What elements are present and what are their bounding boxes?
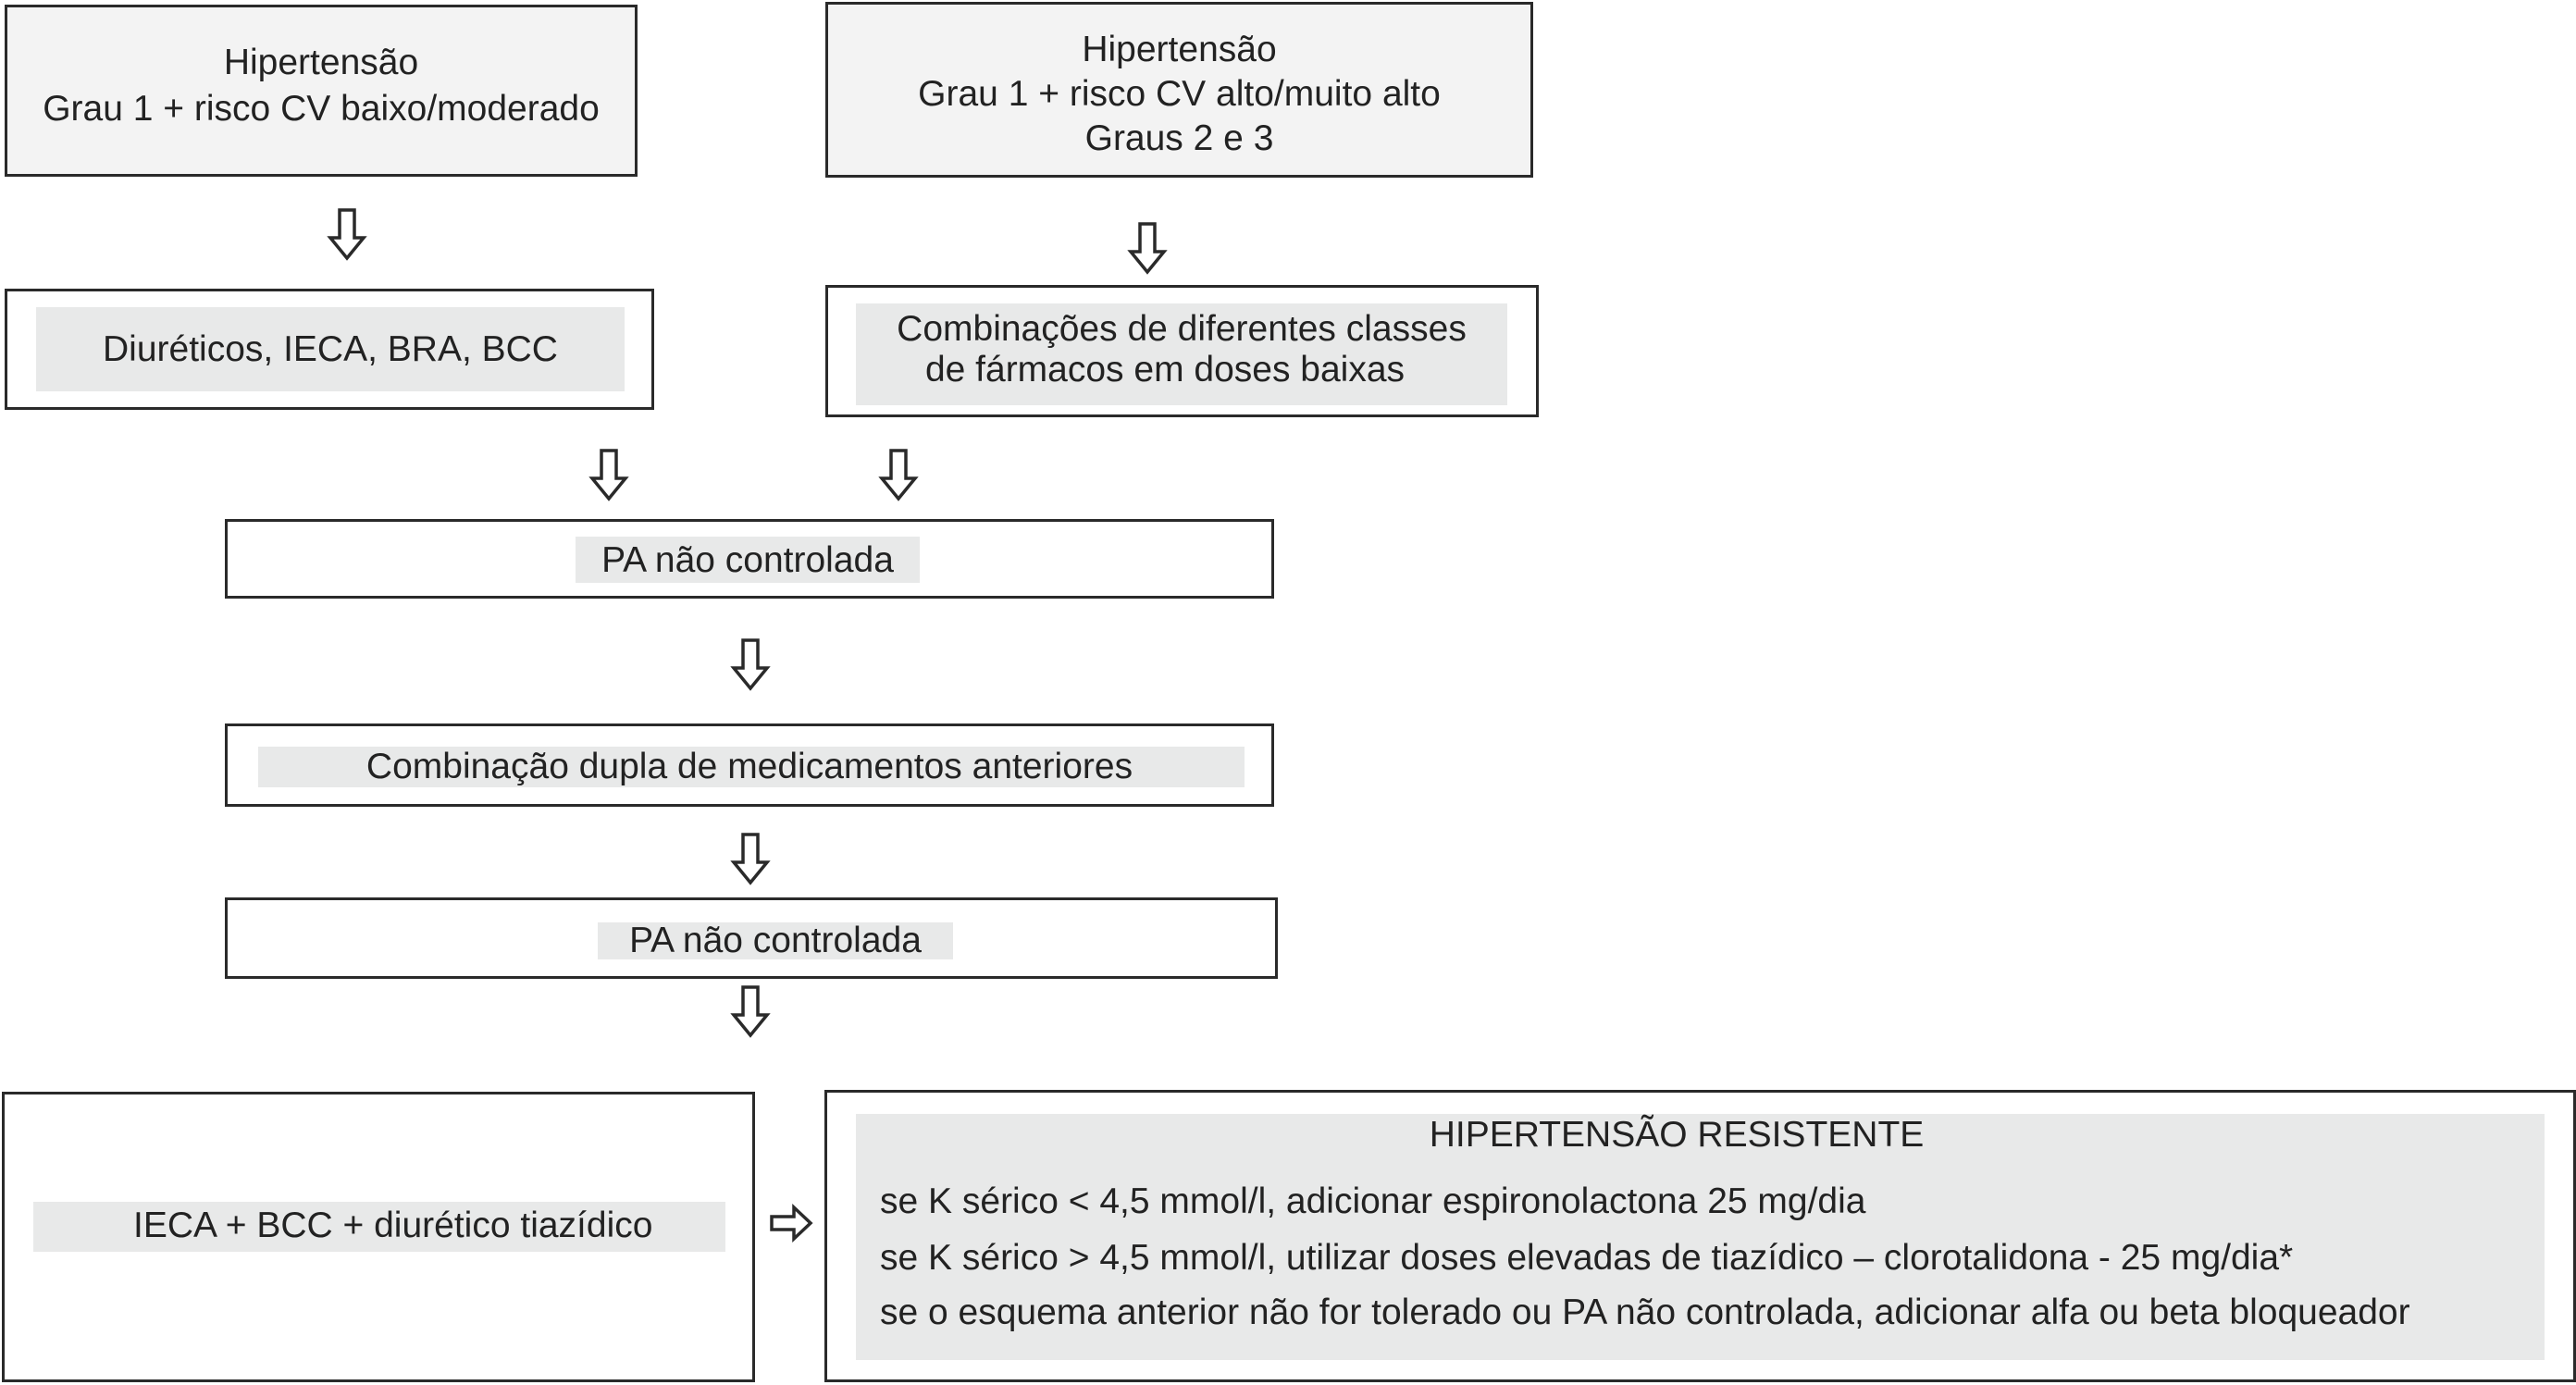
uncontrolled-bp-band-2 — [598, 922, 953, 959]
triple-therapy-band — [33, 1202, 725, 1252]
down-arrow-icon — [730, 985, 771, 1038]
top-left-box: Hipertensão Grau 1 + risco CV baixo/mode… — [5, 5, 638, 177]
uncontrolled-bp-box-1: PA não controlada — [225, 519, 1274, 599]
monotherapy-label: Diuréticos, IECA, BRA, BCC — [103, 329, 558, 369]
uncontrolled-bp-band-1 — [576, 537, 920, 583]
triple-therapy-box: IECA + BCC + diurético tiazídico — [2, 1092, 755, 1382]
down-arrow-icon — [1127, 222, 1168, 275]
down-arrow-icon — [327, 208, 367, 261]
top-right-line1: Hipertensão — [1082, 30, 1277, 69]
uncontrolled-bp-box-2: PA não controlada — [225, 897, 1278, 979]
resistant-hypertension-title: HIPERTENSÃO RESISTENTE — [1429, 1115, 1925, 1155]
dual-combination-band — [258, 747, 1245, 787]
uncontrolled-bp-label-2: PA não controlada — [629, 921, 922, 960]
top-left-line1: Hipertensão — [223, 43, 419, 82]
resistant-hypertension-line2: se K sérico > 4,5 mmol/l, utilizar doses… — [880, 1238, 2294, 1278]
dual-combination-label: Combinação dupla de medicamentos anterio… — [365, 747, 1133, 786]
low-dose-combination-line1: Combinações de diferentes classes — [897, 309, 1467, 349]
resistant-hypertension-box: HIPERTENSÃO RESISTENTE se K sérico < 4,5… — [824, 1090, 2576, 1382]
right-arrow-icon — [770, 1203, 813, 1243]
top-right-box: Hipertensão Grau 1 + risco CV alto/muito… — [825, 2, 1533, 178]
down-arrow-icon — [588, 449, 629, 501]
low-dose-combination-band — [856, 303, 1507, 405]
low-dose-combination-box: Combinações de diferentes classes de fár… — [825, 285, 1539, 417]
down-arrow-icon — [730, 638, 771, 691]
down-arrow-icon — [730, 833, 771, 885]
low-dose-combination-line2: de fármacos em doses baixas — [924, 350, 1406, 390]
uncontrolled-bp-label-1: PA não controlada — [601, 540, 894, 580]
triple-therapy-label: IECA + BCC + diurético tiazídico — [133, 1206, 653, 1245]
monotherapy-box: Diuréticos, IECA, BRA, BCC — [5, 289, 654, 410]
resistant-hypertension-line1: se K sérico < 4,5 mmol/l, adicionar espi… — [880, 1181, 1866, 1221]
top-right-line2: Grau 1 + risco CV alto/muito alto — [918, 74, 1441, 114]
dual-combination-box: Combinação dupla de medicamentos anterio… — [225, 723, 1274, 807]
top-left-line2: Grau 1 + risco CV baixo/moderado — [43, 89, 600, 129]
resistant-hypertension-band — [856, 1114, 2545, 1360]
resistant-hypertension-line3: se o esquema anterior não for tolerado o… — [880, 1292, 2410, 1332]
monotherapy-band — [36, 307, 625, 391]
top-right-line3: Graus 2 e 3 — [1084, 118, 1274, 158]
down-arrow-icon — [878, 449, 919, 501]
